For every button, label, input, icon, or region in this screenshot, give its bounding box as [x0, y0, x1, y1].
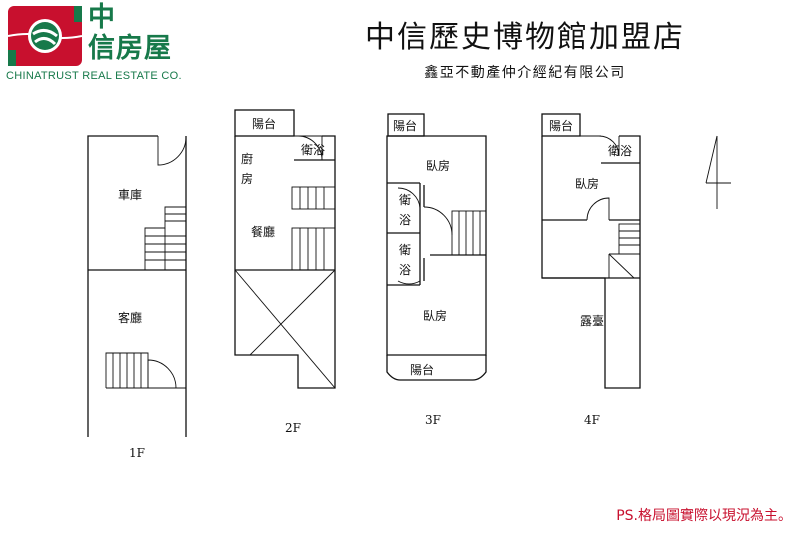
- void-2f: [234, 269, 336, 389]
- stair-1f-lower: [105, 352, 186, 389]
- stair-2f-upper: [291, 186, 336, 210]
- page-subtitle: 鑫亞不動產仲介經紀有限公司: [424, 65, 626, 81]
- room-garage: 車庫: [118, 188, 142, 202]
- stair-1f-upper: [144, 206, 186, 270]
- floor-plan-3f: 陽台 臥房 衛 浴 衛 浴 臥房 陽台 3F: [386, 113, 487, 427]
- globe-logo-icon: [8, 6, 82, 66]
- floor-label-2f: 2F: [285, 421, 301, 435]
- company-logo: 中 信房屋 CHINATRUST REAL ESTATE CO.: [4, 2, 194, 88]
- disclaimer-note: PS.格局圖實際以現況為主。: [616, 508, 792, 524]
- stair-3f: [451, 210, 487, 256]
- room-balcony: 陽台: [252, 116, 276, 131]
- room-bath: 衛浴: [608, 144, 632, 158]
- room-dining: 餐廳: [251, 224, 275, 239]
- room-living: 客廳: [118, 310, 142, 325]
- page-title: 中信歷史博物館加盟店: [365, 20, 685, 55]
- room-kitchen-line2: 房: [241, 171, 253, 186]
- room-bath: 衛浴: [301, 143, 325, 157]
- brand-name-line2: 信房屋: [88, 33, 172, 64]
- floor-plan-1f: 車庫 客廳 1F: [87, 135, 187, 460]
- brand-name-en: CHINATRUST REAL ESTATE CO.: [6, 70, 182, 82]
- stair-2f-lower: [291, 227, 336, 271]
- room-kitchen-line1: 廚: [241, 151, 253, 166]
- room-balcony-bottom: 陽台: [410, 362, 434, 377]
- room-bath1-line1: 衛: [399, 193, 411, 207]
- room-bath1-line2: 浴: [399, 213, 411, 227]
- brand-name-line1: 中: [88, 2, 116, 33]
- room-bath2-line1: 衛: [399, 243, 411, 257]
- floor-label-4f: 4F: [584, 413, 600, 427]
- room-balcony-top: 陽台: [393, 118, 417, 133]
- floor-label-1f: 1F: [129, 446, 145, 460]
- stair-4f: [608, 223, 641, 279]
- room-terrace: 露臺: [580, 313, 604, 328]
- north-arrow-icon: [705, 135, 731, 209]
- floor-plan-2f: 陽台 衛浴 廚 房 餐廳 2F: [234, 109, 336, 435]
- room-bath2-line2: 浴: [399, 263, 411, 277]
- brand-name-cn: 中 信房屋: [88, 2, 172, 64]
- floor-plan-4f: 陽台 衛浴 臥房 露臺 4F: [541, 113, 641, 427]
- room-bedroom-bottom: 臥房: [423, 308, 447, 323]
- room-bedroom-top: 臥房: [426, 158, 450, 173]
- room-bedroom: 臥房: [575, 176, 599, 191]
- floor-label-3f: 3F: [425, 413, 441, 427]
- room-balcony: 陽台: [549, 118, 573, 133]
